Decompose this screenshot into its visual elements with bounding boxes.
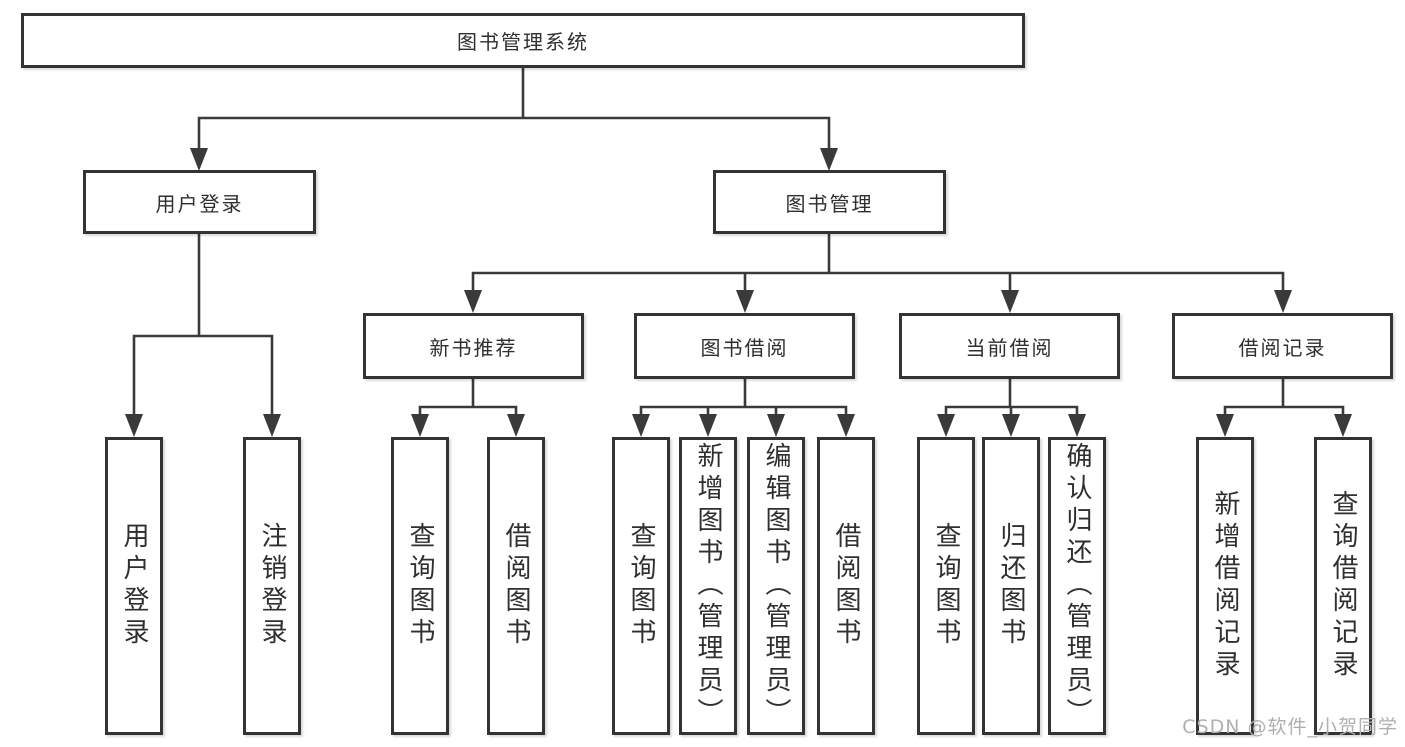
csdn-watermark: CSDN @软件_小贺同学 <box>1182 716 1398 738</box>
leaf-query-books-borrow: 查询图书 <box>612 437 670 735</box>
leaf-return-books: 归还图书 <box>982 437 1040 735</box>
node-new-book-recommend: 新书推荐 <box>363 313 584 379</box>
leaf-edit-books-admin: 编辑图书（管理员） <box>747 437 805 735</box>
node-book-borrow: 图书借阅 <box>634 313 855 379</box>
leaf-query-books-recommend: 查询图书 <box>391 437 449 735</box>
leaf-logout: 注销登录 <box>243 437 301 735</box>
node-current-borrow: 当前借阅 <box>899 313 1120 379</box>
leaf-query-books-current: 查询图书 <box>917 437 975 735</box>
leaf-borrow-books: 借阅图书 <box>817 437 875 735</box>
node-library-system: 图书管理系统 <box>21 13 1025 68</box>
leaf-query-borrow-record: 查询借阅记录 <box>1314 437 1372 735</box>
leaf-borrow-books-recommend: 借阅图书 <box>487 437 545 735</box>
leaf-user-login: 用户登录 <box>105 437 163 735</box>
node-book-management: 图书管理 <box>713 170 946 234</box>
leaf-add-borrow-record: 新增借阅记录 <box>1196 437 1254 735</box>
leaf-add-books-admin: 新增图书（管理员） <box>679 437 737 735</box>
leaf-confirm-return-admin: 确认归还（管理员） <box>1048 437 1106 735</box>
node-user-login: 用户登录 <box>83 170 316 234</box>
node-borrow-record: 借阅记录 <box>1172 313 1393 379</box>
